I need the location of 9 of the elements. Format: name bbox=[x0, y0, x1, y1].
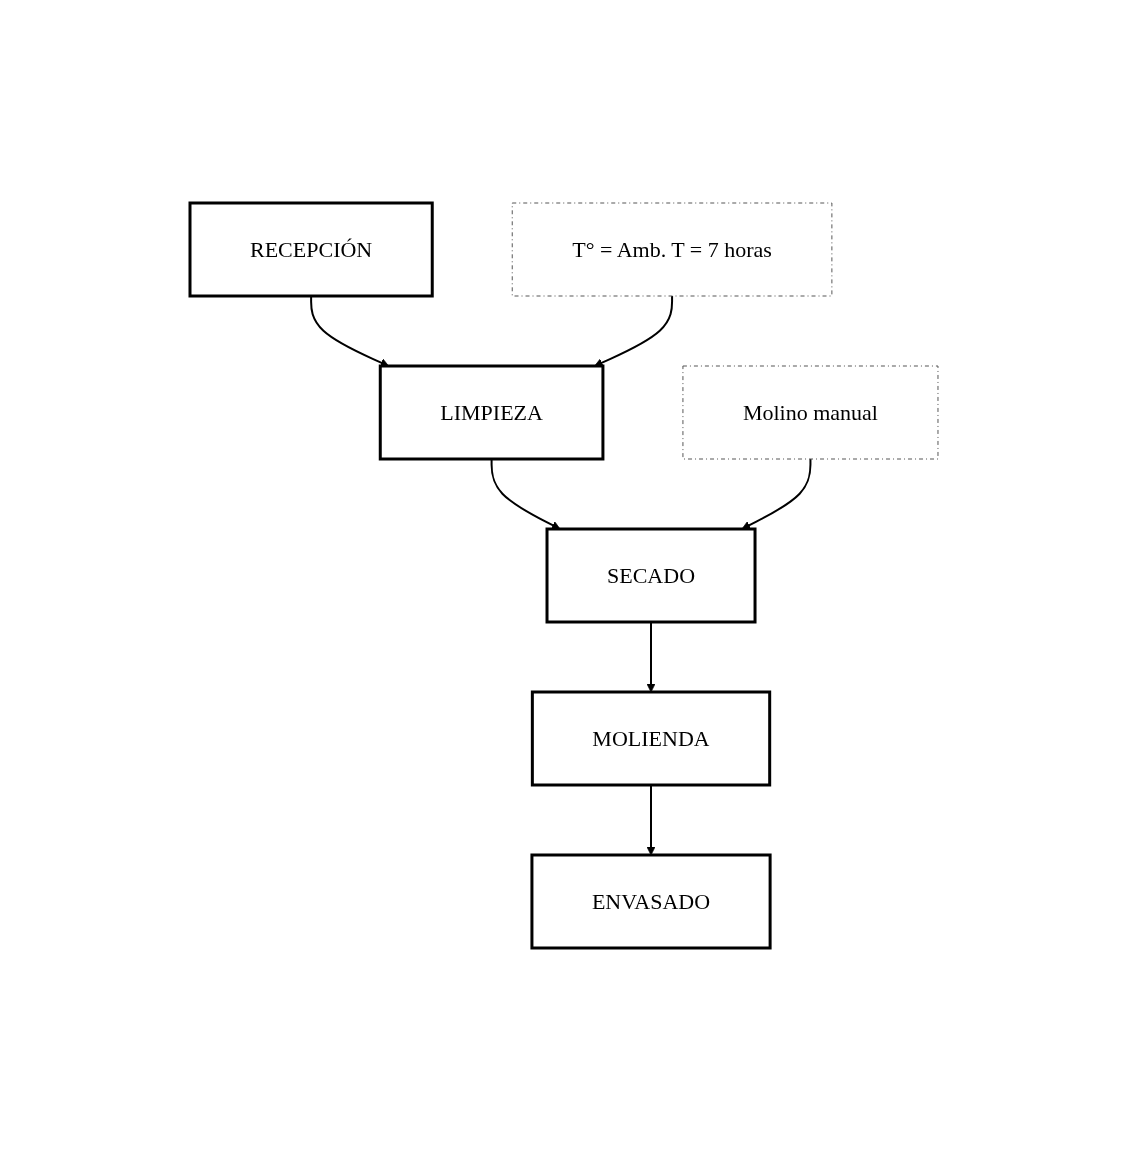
node-box: MOLIENDA bbox=[530, 690, 771, 787]
node-box: LIMPIEZA bbox=[378, 364, 604, 461]
node-box: ENVASADO bbox=[529, 853, 772, 950]
node-box: T° = Amb. T = 7 horas bbox=[511, 202, 832, 297]
node-box: Molino manual bbox=[681, 365, 938, 460]
node-box: SECADO bbox=[545, 527, 757, 624]
arrow bbox=[593, 295, 673, 367]
node-box: RECEPCIÓN bbox=[188, 201, 434, 298]
arrow bbox=[741, 458, 811, 530]
